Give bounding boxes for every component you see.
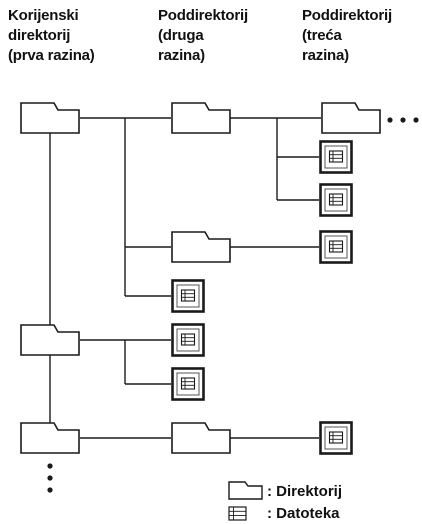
- legend-directory-label: : Direktorij: [267, 483, 343, 500]
- tree-connectors: [49, 117, 321, 439]
- header-second-line-3: razina): [158, 47, 205, 64]
- folder-icon: [171, 102, 231, 134]
- header-root-line-1: Korijenski: [8, 7, 79, 24]
- header-second-level: Poddirektorij (druga razina): [158, 6, 248, 66]
- document-icon: [171, 367, 205, 401]
- folder-icon: [20, 422, 80, 454]
- document-icon: [319, 140, 353, 174]
- header-third-line-1: Poddirektorij: [302, 7, 392, 24]
- header-root-directory: Korijenski direktorij (prva razina): [8, 6, 95, 66]
- document-icon: [171, 279, 205, 313]
- continuation-dots-horizontal: [387, 117, 419, 123]
- document-icon: [171, 323, 205, 357]
- header-second-line-2: (druga: [158, 27, 204, 44]
- header-third-line-3: razina): [302, 47, 349, 64]
- header-root-line-3: (prva razina): [8, 47, 95, 64]
- header-third-level: Poddirektorij (treća razina): [302, 6, 392, 66]
- folder-icon: [171, 422, 231, 454]
- continuation-dots-vertical: [47, 463, 53, 493]
- legend-file-label: : Datoteka: [267, 505, 340, 522]
- legend-document-icon: [228, 506, 247, 521]
- document-icon: [319, 230, 353, 264]
- legend: [228, 481, 263, 521]
- header-third-line-2: (treća: [302, 27, 342, 44]
- document-icon: [319, 183, 353, 217]
- folder-icon: [171, 231, 231, 263]
- folder-icon: [20, 324, 80, 356]
- legend-folder-icon: [228, 481, 263, 500]
- document-icon: [319, 421, 353, 455]
- header-second-line-1: Poddirektorij: [158, 7, 248, 24]
- folder-icon: [321, 102, 381, 134]
- header-root-line-2: direktorij: [8, 27, 71, 44]
- folder-icon: [20, 102, 80, 134]
